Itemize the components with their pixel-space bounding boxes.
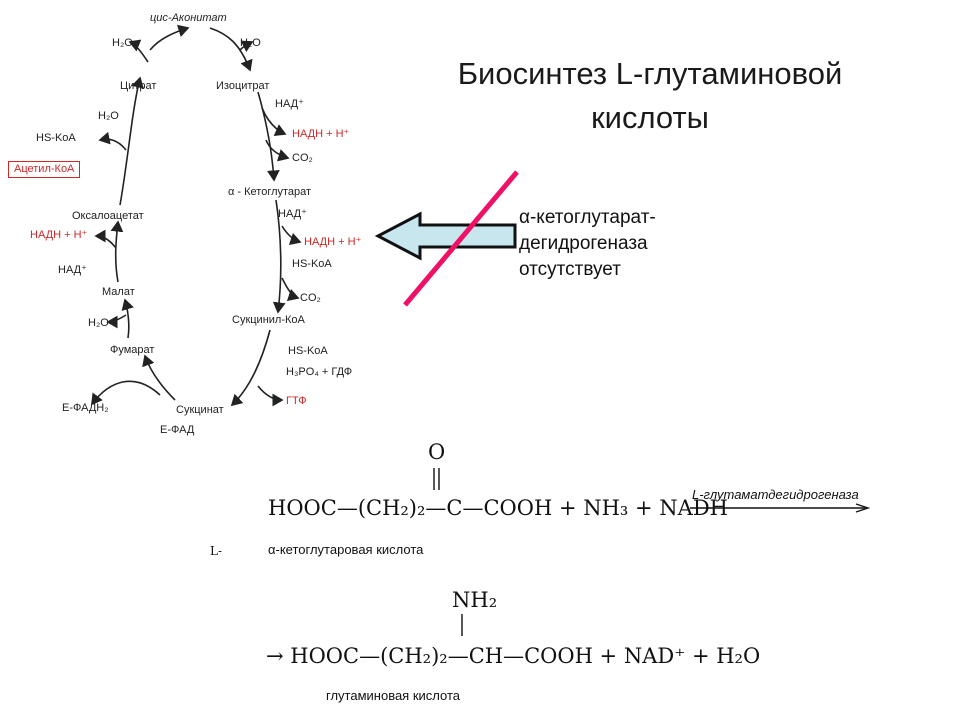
note-line-3: отсутствует (519, 259, 621, 280)
side-arrow-nadh-3 (94, 229, 117, 249)
label-h2o-3: H₂O (98, 110, 119, 122)
label-nad-2: НАД⁺ (278, 208, 307, 220)
label-co2-2: CO₂ (300, 292, 321, 304)
eq2-caption: глутаминовая кислота (326, 688, 460, 703)
cycle-arrow-aconitate-to-isocitrate (209, 27, 253, 72)
label-cis-aconitate: цис-Аконитат (150, 12, 227, 24)
eq2-amino-group: NH₂ (452, 588, 498, 612)
pointer-arrow (374, 211, 517, 261)
eq1-carbonyl-oxygen: O (428, 440, 446, 464)
label-nadh-1: НАДН + Н⁺ (292, 128, 350, 140)
side-arrow-gtp (257, 385, 284, 407)
side-arrow-h2o-1 (128, 39, 149, 63)
cycle-arrow-succinate-to-fumarate (142, 354, 176, 401)
label-hs-coa-3: HS-KoA (288, 345, 328, 357)
side-arrow-nadh-2 (281, 225, 302, 246)
slide-title: Биосинтез L-глутаминовой кислоты (400, 52, 900, 140)
label-succinyl-coa: Сукцинил-КоА (232, 314, 305, 326)
label-hs-coa-1: HS-KoA (36, 132, 76, 144)
cycle-arrow-ketoglutarate-to-succinylcoa (272, 199, 286, 314)
label-hs-coa-2: HS-KoA (292, 258, 332, 270)
label-co2-1: CO₂ (292, 152, 313, 164)
label-oxaloacetate: Оксалоацетат (72, 210, 144, 222)
side-arrow-co2-1 (265, 139, 290, 162)
label-h2o-1: H₂O (112, 37, 133, 49)
side-arrow-h2o-2 (239, 40, 254, 53)
label-fumarate: Фумарат (110, 344, 155, 356)
label-h2o-2: H₂O (240, 37, 261, 49)
side-arrow-h2o-4 (106, 314, 127, 329)
cycle-arrow-malate-to-oxaloacetate (110, 220, 124, 283)
label-isocitrate: Изоцитрат (216, 80, 270, 92)
side-arrow-nadh-1 (261, 107, 287, 136)
note-line-1: α-кетоглутарат- (519, 207, 656, 228)
title-line-2: кислоты (591, 100, 709, 135)
eq2-main: → HOOC—(CH₂)₂—CH—COOH + NAD⁺ + H₂O (266, 644, 761, 668)
label-nad-1: НАД⁺ (275, 98, 304, 110)
enzyme-absent-note: α-кетоглутарат- дегидрогеназа отсутствуе… (519, 205, 656, 283)
cycle-arrow-isocitrate-to-ketoglutarate (257, 91, 280, 182)
eq1-main: HOOC—(CH₂)₂—C—COOH + NH₃ + NADH (268, 496, 728, 520)
label-citrate: Цитрат (120, 80, 157, 92)
side-arrow-acetylcoa (98, 131, 127, 151)
eq1-caption: α-кетоглутаровая кислота (268, 542, 424, 557)
cycle-arrow-succinylcoa-to-succinate (230, 329, 271, 407)
label-e-fad: Е-ФАД (160, 424, 195, 436)
label-h3po4-gdp: H₃PO₄ + ГДФ (286, 366, 353, 378)
note-line-2: дегидрогеназа (519, 233, 648, 254)
label-h2o-4: H₂O (88, 317, 109, 329)
side-arrow-co2-2 (281, 277, 300, 302)
label-malate: Малат (102, 286, 135, 298)
title-line-1: Биосинтез L-глутаминовой (457, 56, 843, 91)
label-ketoglutarate: α - Кетоглутарат (228, 186, 312, 198)
cycle-arrow-citrate-to-aconitate (149, 24, 190, 51)
cycle-arrow-oxaloacetate-to-citrate (119, 76, 144, 206)
eq1-enzyme: L-глутаматдегидрогеназа (692, 487, 859, 502)
acetyl-coa-box: Ацетил-КоА (8, 161, 81, 178)
reaction-arrow-head (855, 503, 871, 513)
eq1-side-label: L- (210, 544, 223, 558)
strike-line (403, 170, 519, 307)
label-gtp: ГТФ (286, 395, 307, 407)
side-arrow-efadh2 (91, 380, 161, 406)
label-nadh-2: НАДН + Н⁺ (304, 236, 362, 248)
label-nad-3: НАД⁺ (58, 264, 87, 276)
label-e-fadh2: Е-ФАДН₂ (62, 402, 109, 414)
label-nadh-3: НАДН + Н⁺ (30, 229, 88, 241)
label-succinate: Сукцинат (176, 404, 224, 416)
cycle-arrow-fumarate-to-malate (121, 298, 134, 339)
